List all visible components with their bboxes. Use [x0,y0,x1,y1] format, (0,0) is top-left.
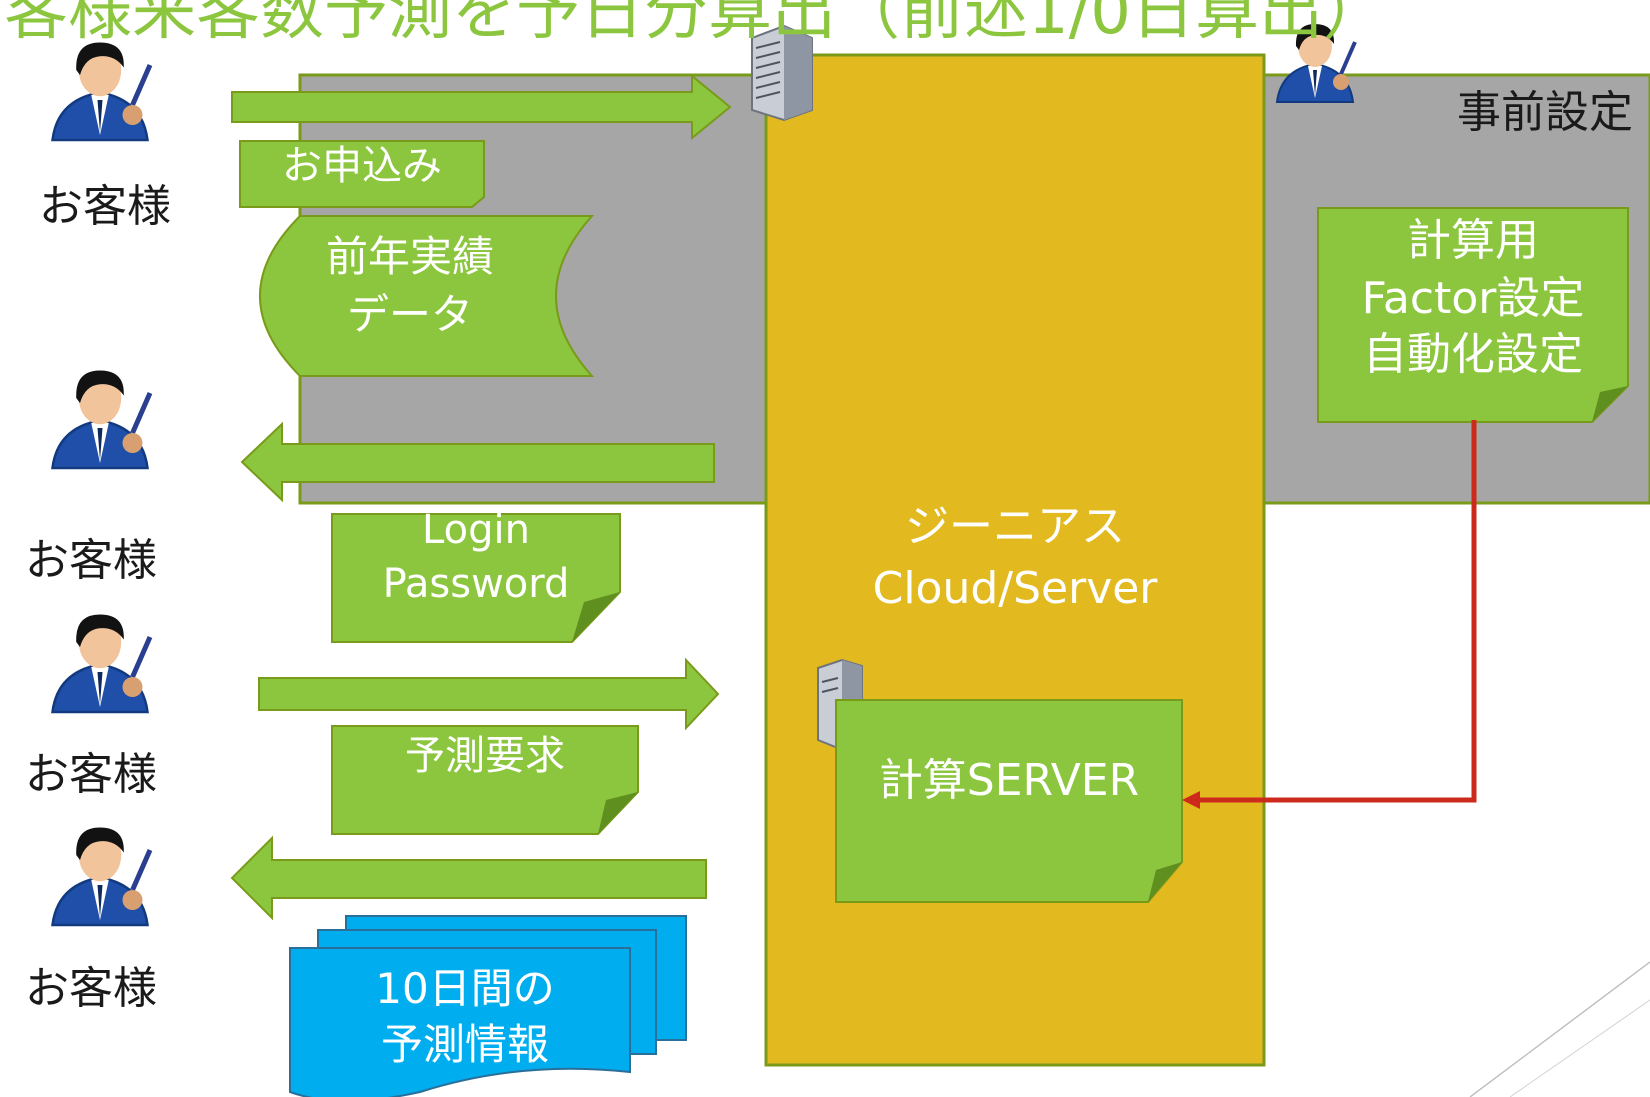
arrow-return-login [240,421,715,503]
arrow-apply [231,73,732,141]
calc-server-label: 計算SERVER [878,755,1140,806]
customer-1-label: お客様 [39,181,171,232]
connector-line [1188,420,1477,803]
prev-year-data-box [259,215,595,377]
customer-4-icon [53,828,151,926]
application-label: お申込み [282,143,442,189]
prev-year-line2: データ [346,290,473,339]
request-label: 予測要求 [405,733,565,779]
customer-2-label: お客様 [25,535,157,586]
forecast-line2: 予測情報 [380,1020,549,1069]
customer-2-icon [53,371,151,469]
arrow-request [258,657,720,731]
arrow-return-forecast [230,835,707,921]
factor-line1: 計算用 [1407,215,1539,266]
factor-line3: 自動化設定 [1363,329,1583,380]
customer-1-icon [53,43,151,141]
connector-arrowhead [1182,791,1200,809]
cloud-line2: Cloud/Server [872,563,1158,614]
forecast-doc [289,947,631,1097]
customer-3-label: お客様 [25,749,157,800]
page-title: お客様来客数予測を予日分算出（前述1/0日算出） [0,0,1387,49]
pre-setting-label: 事前設定 [1457,87,1633,138]
forecast-line1: 10日間の [375,964,555,1013]
customer-4-label: お客様 [25,963,157,1014]
factor-line2: Factor設定 [1361,273,1585,324]
login-line1: Login [422,507,530,553]
customer-3-icon [53,615,151,713]
prev-year-line1: 前年実績 [325,232,494,281]
application-box [239,140,485,208]
login-line2: Password [382,561,570,607]
cloud-line1: ジーニアス [905,501,1125,552]
building-icon [751,24,813,122]
